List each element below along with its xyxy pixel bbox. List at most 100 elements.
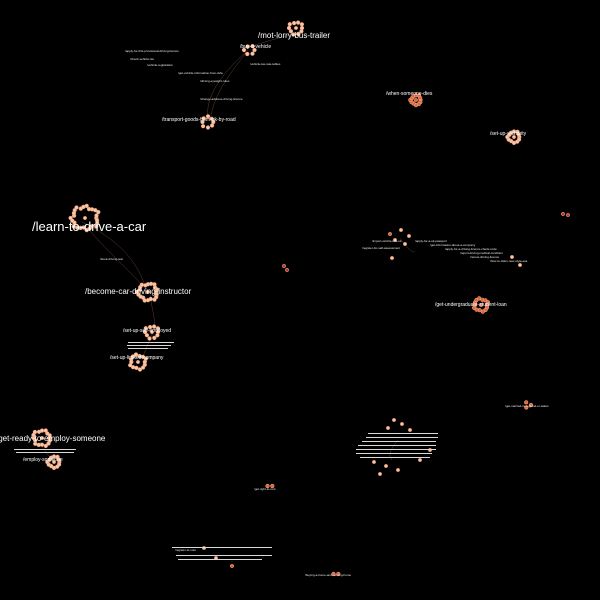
graph-node <box>510 255 514 259</box>
graph-node <box>230 564 234 568</box>
graph-node <box>524 400 529 405</box>
graph-node <box>250 43 255 49</box>
graph-node <box>296 20 301 25</box>
label-when-someone-dies: /when-someone-dies <box>386 91 433 97</box>
graph-node <box>414 98 418 102</box>
text-line <box>356 449 436 450</box>
small-label: /driving-eyesight-rules <box>200 79 230 83</box>
text-line <box>128 348 168 349</box>
graph-node <box>209 116 214 121</box>
label-self-employed: /set-up-self-employed <box>123 328 171 334</box>
small-label: /how-to-claim-new-style-esa <box>490 259 528 263</box>
small-label: /renew-driving-licence <box>470 255 500 259</box>
graph-node <box>418 458 422 462</box>
graph-node <box>288 29 294 34</box>
graph-node <box>287 22 292 27</box>
graph-node <box>418 95 423 101</box>
graph-node <box>393 238 397 242</box>
graph-node <box>388 232 392 236</box>
cluster-labels: /mot-lorry-bus-trailer /buy-a-vehicle /t… <box>0 31 549 577</box>
graph-node <box>512 135 516 139</box>
graph-node <box>142 329 148 335</box>
graph-node <box>265 483 270 489</box>
graph-node <box>291 32 296 37</box>
graph-edge <box>209 49 249 121</box>
small-label: /check-vehicle-tax <box>130 57 155 61</box>
graph-node <box>155 333 160 338</box>
text-clutter <box>14 342 438 560</box>
graph-node <box>241 47 247 53</box>
graph-node <box>147 336 152 341</box>
graph-node <box>270 483 275 489</box>
graph-node <box>386 426 390 430</box>
graph-node <box>201 124 206 129</box>
label-buy-vehicle: /buy-a-vehicle <box>240 44 271 50</box>
graph-node <box>94 224 99 229</box>
graph-node <box>152 297 157 302</box>
graph-node <box>32 429 38 435</box>
label-employ-ready: /get-ready-to-employ-someone <box>0 434 106 443</box>
graph-node <box>282 264 286 268</box>
graph-node <box>56 457 61 462</box>
graph-node <box>205 114 211 119</box>
graph-node <box>299 29 304 34</box>
small-label: /register-to-vote <box>175 548 196 552</box>
graph-node <box>74 205 79 210</box>
text-line <box>362 441 436 442</box>
graph-node <box>134 365 139 371</box>
label-employ-someone: /employ-someone <box>23 457 63 463</box>
graph-node <box>84 203 89 208</box>
graph-node <box>141 365 146 370</box>
small-label: /vehicle-registration <box>147 63 173 67</box>
small-label: /apply-for-first-provisional-driving-lic… <box>125 49 179 53</box>
graph-node <box>94 213 99 218</box>
graph-node <box>155 287 160 292</box>
graph-node <box>245 51 250 57</box>
graph-node <box>390 256 394 260</box>
graph-node <box>133 352 139 357</box>
graph-node <box>399 228 403 232</box>
text-line <box>172 547 272 548</box>
graph-node <box>524 405 529 410</box>
graph-node <box>384 464 388 468</box>
graph-node <box>210 123 215 128</box>
graph-node <box>250 51 255 56</box>
label-learn-to-drive: /learn-to-drive-a-car <box>32 219 147 234</box>
graph-node <box>43 443 48 449</box>
label-right-to-rent: /get-right-to-rent <box>254 487 276 491</box>
graph-node <box>46 441 51 446</box>
graph-node <box>205 125 211 130</box>
graph-node <box>134 289 140 295</box>
graph-node <box>137 367 143 372</box>
graph-node <box>485 300 491 305</box>
graph-node <box>252 47 257 53</box>
graph-node <box>372 460 376 464</box>
graph-node <box>518 263 522 267</box>
graph-node <box>130 354 135 359</box>
small-label: /apply-for-a-uk-passport <box>415 239 447 243</box>
label-buying-home: /buying-a-home-and-moving-home <box>305 573 351 577</box>
graph-node <box>71 224 76 229</box>
graph-node <box>299 25 305 31</box>
graph-node <box>143 356 148 361</box>
graph-node <box>378 472 382 476</box>
graph-node <box>140 354 145 359</box>
graph-node <box>331 571 336 577</box>
graph-node <box>144 333 149 338</box>
graph-node <box>479 303 483 307</box>
label-limited-company: /set-up-limited-company <box>110 355 164 361</box>
text-line <box>176 555 272 556</box>
graph-node <box>155 326 160 331</box>
graph-node <box>400 422 404 426</box>
graph-node <box>152 324 157 329</box>
graph-node <box>36 442 41 448</box>
graph-node <box>39 428 45 433</box>
label-mot-lorry: /mot-lorry-bus-trailer <box>258 31 330 40</box>
graph-node <box>408 428 412 432</box>
graph-node <box>96 210 101 215</box>
label-student-loan: /get-undergraduate-student-loan <box>435 302 507 308</box>
graph-node <box>245 44 250 49</box>
graph-node <box>150 330 154 334</box>
graph-node <box>516 132 521 137</box>
graph-node <box>292 21 297 26</box>
